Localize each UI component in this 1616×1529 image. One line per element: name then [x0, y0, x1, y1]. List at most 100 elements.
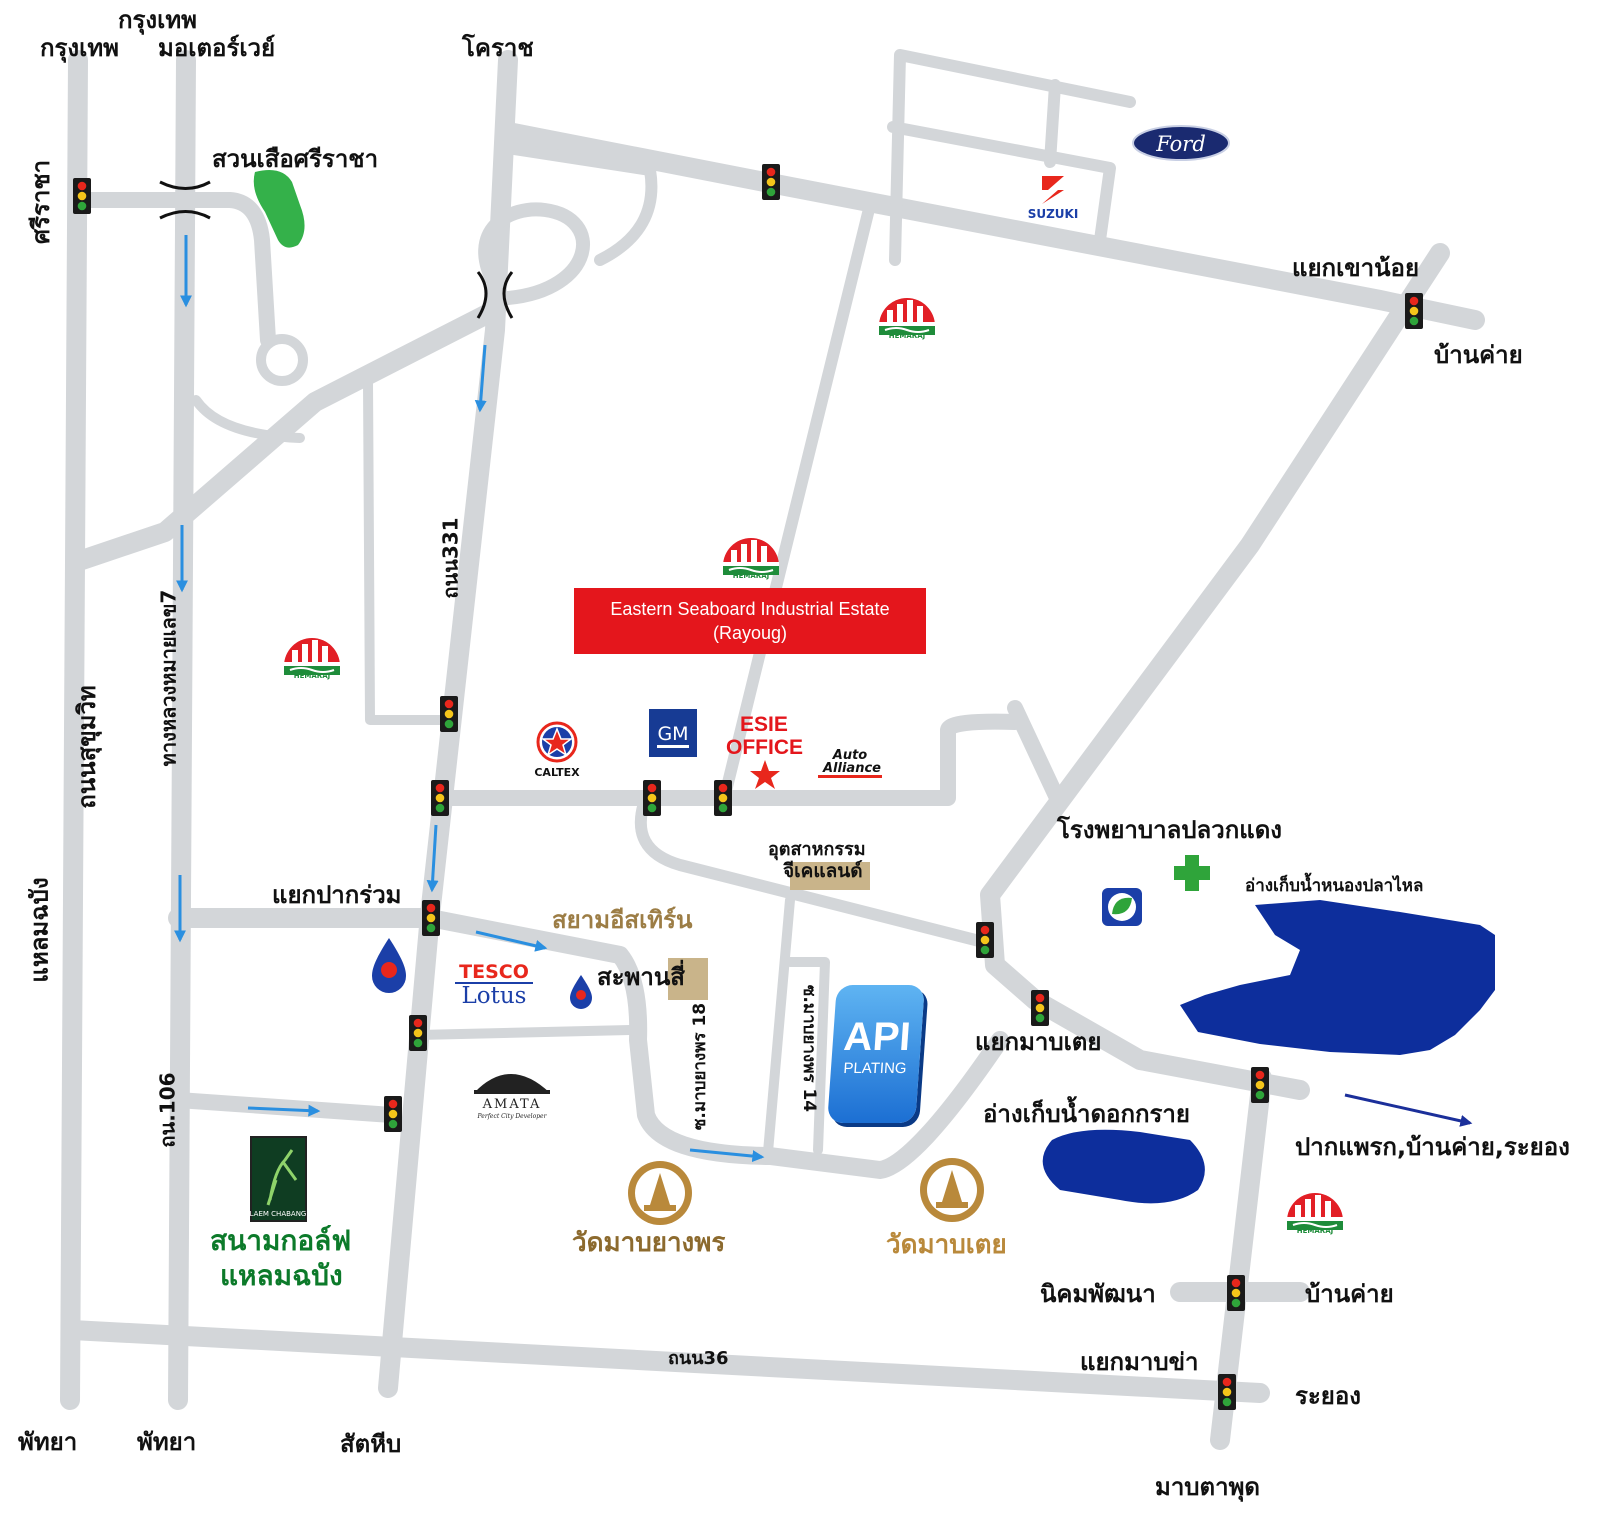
interchange-markers — [159, 180, 514, 319]
hemaraj-logo-icon — [878, 297, 936, 336]
ford-logo-text: Ford — [1155, 132, 1206, 156]
label-map-kha-junction: แยกมาบข่า — [1080, 1348, 1199, 1376]
label-dok-krai: อ่างเก็บน้ำดอกกราย — [983, 1100, 1190, 1128]
road-diagonal-east — [980, 243, 1450, 1100]
golf-club-text: LAEM CHABANG — [250, 1210, 307, 1218]
road-west-loop — [363, 377, 452, 725]
esie-office-star-icon — [750, 760, 780, 789]
road-soi18 — [763, 895, 795, 1157]
tesco-text: TESCO — [459, 961, 529, 983]
label-wat-mab-tae: วัดมาบเตย — [886, 1230, 1007, 1260]
label-pattaya-2: พัทยา — [137, 1428, 197, 1456]
label-nikhom-phatthana: นิคมพัฒนา — [1040, 1280, 1156, 1308]
label-esie-office-2: OFFICE — [726, 736, 803, 759]
label-sriracha: ศรีราชา — [27, 159, 56, 245]
traffic-light-icon — [976, 922, 994, 958]
label-nong-pla-lai: อ่างเก็บน้ำหนองปลาไหล — [1245, 876, 1424, 896]
roundabout — [256, 334, 308, 386]
tag-box — [668, 958, 708, 1000]
auto-alliance-logo-icon: Auto Alliance — [818, 748, 882, 778]
gm-logo-text: GM — [657, 723, 688, 745]
traffic-light-icon — [431, 780, 449, 816]
road-suzuki-block — [887, 49, 1136, 266]
golf-club-logo-icon: LAEM CHABANG — [250, 1136, 307, 1222]
amata-logo-icon: AMATA Perfect City Developer — [474, 1074, 550, 1120]
label-pattaya-1: พัทยา — [18, 1428, 78, 1456]
traffic-light-icon — [440, 696, 458, 732]
label-soi14: ซ.มาบยางพร 14 — [799, 984, 820, 1113]
hospital-cross-icon — [1174, 855, 1210, 891]
temple-icon — [628, 1161, 692, 1225]
gm-logo-icon: GM — [649, 709, 697, 757]
label-sattahip: สัตหีบ — [340, 1430, 402, 1458]
amata-text: AMATA — [482, 1097, 542, 1112]
label-ban-khai-top: บ้านค่าย — [1434, 341, 1523, 369]
road-estate-spine — [719, 199, 876, 801]
label-tiger-zoo: สวนเสือศรีราชา — [212, 145, 379, 173]
traffic-light-icon — [1218, 1374, 1236, 1410]
road-331 — [378, 50, 518, 1398]
label-korat: โคราช — [462, 34, 534, 62]
label-soi18: ซ.มาบยางพร 18 — [690, 1002, 711, 1131]
caltex-logo-icon: CALTEX — [534, 721, 580, 779]
label-golf-2: แหลมฉบัง — [220, 1259, 343, 1292]
tesco-lotus-logo-icon: TESCO Lotus — [455, 961, 533, 1009]
road-tesco-link — [413, 1025, 635, 1040]
label-map-ta-phut: มาบตาพุด — [1155, 1473, 1260, 1501]
label-gkland-2: จีเคแลนด์ — [783, 860, 863, 882]
label-saphan-si: สะพานสี่ — [597, 963, 685, 991]
label-gkland-1: อุตสาหกรรม — [768, 839, 866, 860]
label-bangkok-motorway-top: กรุงเทพ — [118, 6, 197, 34]
label-east-destinations: ปากแพรก,บ้านค่าย,ระยอง — [1295, 1133, 1570, 1161]
road-sriracha-link — [74, 192, 276, 348]
label-rayong: ระยอง — [1295, 1382, 1361, 1410]
ptt-station-icon — [372, 938, 406, 993]
label-pluak-daeng-hospital: โรงพยาบาลปลวกแดง — [1057, 816, 1282, 844]
road-interchange-loop — [478, 202, 590, 305]
arrow-to-rayong — [1344, 1093, 1473, 1127]
suzuki-logo-text: SUZUKI — [1028, 207, 1079, 221]
estate-label-box: Eastern Seaboard Industrial Estate (Rayo… — [574, 588, 926, 654]
auto-alliance-text: Auto — [832, 748, 868, 763]
tag-box — [790, 862, 870, 890]
estate-location: (Rayoug) — [712, 623, 788, 643]
label-khao-noi: แยกเขาน้อย — [1292, 254, 1420, 282]
road-rd106-link — [170, 1092, 400, 1123]
label-golf-1: สนามกอล์ฟ — [210, 1224, 352, 1257]
traffic-light-icon — [422, 900, 440, 936]
road-estate-main — [432, 700, 1066, 808]
traffic-light-icon — [1031, 990, 1049, 1026]
road-frontage-east — [502, 142, 658, 266]
estate-name: Eastern Seaboard Industrial Estate — [610, 599, 890, 619]
ford-logo-icon: Ford — [1132, 125, 1230, 161]
amata-tagline: Perfect City Developer — [477, 1113, 548, 1120]
tiger-zoo-park-icon — [253, 169, 305, 248]
label-siam-eastern: สยามอีสเทิร์น — [552, 906, 693, 934]
traffic-light-icon — [384, 1096, 402, 1132]
road-rd36 — [62, 1320, 1270, 1403]
hemaraj-text: HEMARAJ — [889, 332, 925, 340]
label-rd36: ถนน36 — [668, 1348, 729, 1369]
label-bangkok-left: กรุงเทพ — [40, 34, 119, 62]
lotus-text: Lotus — [462, 983, 527, 1009]
label-esie-office-1: ESIE — [740, 713, 788, 736]
hemaraj-logo-icon — [1286, 1192, 1344, 1231]
hemaraj-logo-icon — [722, 537, 780, 576]
label-rd106: ถน.106 — [155, 1072, 180, 1148]
auto-alliance-text: Alliance — [822, 761, 881, 776]
fuel-station-leaf-icon — [1102, 888, 1142, 926]
hemaraj-text: HEMARAJ — [733, 572, 769, 580]
traffic-light-icon — [1251, 1067, 1269, 1103]
label-pak-ruam: แยกปากร่วม — [272, 881, 402, 909]
label-sukhumvit: ถนนสุขุมวิท — [72, 685, 101, 809]
road-estate-lower — [634, 794, 1001, 951]
reservoir-dok-krai — [1042, 1129, 1205, 1204]
caltex-logo-text: CALTEX — [534, 766, 580, 779]
traffic-light-icon — [762, 164, 780, 200]
label-rd331: ถนน331 — [438, 517, 463, 599]
label-wat-mab-yang-phon: วัดมาบยางพร — [572, 1228, 726, 1258]
plating-text: PLATING — [842, 1060, 908, 1077]
api-text: API — [842, 1015, 913, 1059]
road-diagonal-north — [72, 300, 505, 570]
